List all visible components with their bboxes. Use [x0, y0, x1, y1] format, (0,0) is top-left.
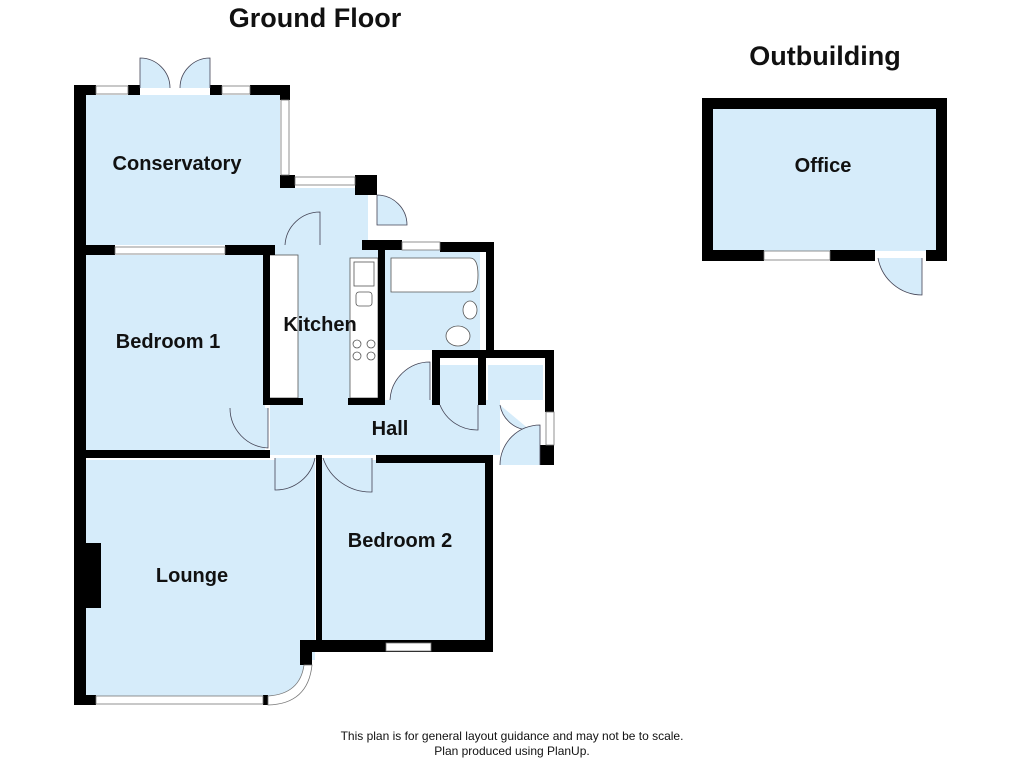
bath-icon — [390, 257, 479, 293]
door — [499, 404, 531, 431]
window — [401, 241, 441, 251]
bathroom-fixtures — [390, 257, 479, 347]
window — [294, 176, 356, 186]
door — [274, 457, 316, 491]
cupboard1-fill — [440, 365, 478, 400]
sink-icon — [353, 261, 375, 307]
toilet-icon — [445, 325, 471, 347]
door — [499, 424, 541, 466]
lounge-fill — [85, 460, 315, 697]
outbuilding-title: Outbuilding — [749, 41, 901, 71]
door — [322, 457, 373, 493]
door — [439, 404, 479, 431]
walls — [74, 85, 947, 705]
room-fills — [85, 95, 937, 697]
bedroom2-fill — [322, 460, 485, 640]
cupboard2-fill — [488, 365, 543, 400]
windows — [95, 85, 831, 706]
room-label-hall: Hall — [372, 418, 409, 440]
room-label-kitchen: Kitchen — [283, 314, 356, 336]
window — [95, 85, 129, 95]
window — [385, 642, 432, 652]
ground-floor-title: Ground Floor — [228, 3, 402, 33]
french-door — [139, 57, 171, 89]
kitchen-hall-fill — [270, 245, 500, 455]
hob-icon — [352, 339, 376, 361]
bay-window — [267, 664, 313, 706]
kitchen-worktop-left — [267, 254, 299, 399]
door — [284, 211, 321, 246]
window — [545, 411, 555, 446]
window — [114, 246, 226, 255]
conservatory-fill — [85, 95, 368, 245]
kitchen-units — [267, 254, 379, 399]
basin-icon — [462, 300, 478, 320]
window — [280, 99, 290, 176]
disclaimer-line1: This plan is for general layout guidance… — [340, 729, 684, 743]
window — [221, 85, 251, 95]
disclaimer: This plan is for general layout guidance… — [0, 729, 1024, 759]
door — [376, 194, 408, 226]
window — [95, 695, 264, 705]
doors — [139, 57, 923, 493]
room-label-lounge: Lounge — [156, 565, 228, 587]
door — [389, 361, 431, 401]
disclaimer-line2: Plan produced using PlanUp. — [434, 744, 590, 758]
room-label-bedroom2: Bedroom 2 — [348, 530, 452, 552]
room-label-office: Office — [795, 155, 852, 177]
room-label-bedroom1: Bedroom 1 — [116, 331, 220, 353]
window — [763, 250, 831, 261]
door — [877, 257, 923, 296]
french-door — [179, 57, 211, 89]
room-label-conservatory: Conservatory — [113, 153, 243, 175]
office-fill — [712, 108, 937, 251]
door — [229, 407, 269, 449]
